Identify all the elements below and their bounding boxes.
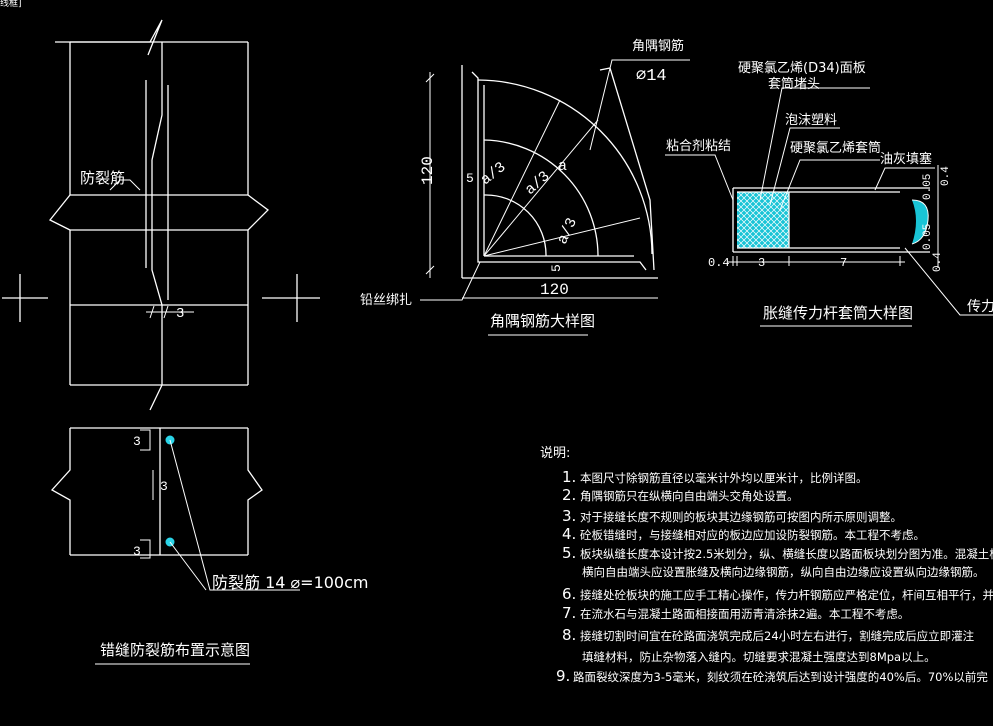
slab-joint-drawing: 3 防裂筋 <box>2 19 320 411</box>
layout-dim-mid: 3 <box>160 479 168 494</box>
note-text: 角隅钢筋只在纵横向自由端头交角处设置。 <box>580 489 799 503</box>
window-title-fragment: 线框] <box>0 0 22 9</box>
label-sleeve-cap-1: 硬聚氯乙烯(D34)面板 <box>738 61 866 76</box>
dowel-title: 胀缝传力杆套筒大样图 <box>763 304 913 322</box>
wire-hole-label: 铅丝绑扎 <box>360 293 412 308</box>
dim-04-left: 0.4 <box>708 256 730 270</box>
note-number: 2. <box>562 486 576 504</box>
label-a3-2: a/3 <box>522 168 553 199</box>
label-pvc-sleeve: 硬聚氯乙烯套筒 <box>790 140 881 156</box>
layout-drawing: 3 3 3 防裂筋 14 ⌀=100cm 错缝防裂筋布置示意图 <box>50 427 369 665</box>
dim-3: 3 <box>176 306 184 322</box>
corner-bar-drawing: 120 120 5 5 a/3 a/3 a/3 a 角隅钢筋 ⌀14 铅丝绑扎 … <box>360 38 690 336</box>
dowel-sleeve-drawing: 0.4 3 7 0.4 0.05 0.05 0.4 硬聚氯乙烯(D34)面板 套… <box>665 61 993 327</box>
note-text: 对于接缝长度不规则的板块其边缘钢筋可按图内所示原则调整。 <box>580 510 902 524</box>
note-text: 横向自由端头应设置胀缝及横向边缘钢筋，纵向自由边缘应设置纵向边缘钢筋。 <box>582 565 985 579</box>
dim-05-bottom: 0.05 <box>922 224 934 250</box>
note-number: 7. <box>562 604 576 622</box>
label-a: a <box>558 158 567 175</box>
note-number: 9. <box>556 667 570 685</box>
note-text: 板块纵缝长度本设计按2.5米划分，纵、横缝长度以路面板块划分图为准。混凝土板 <box>580 547 993 561</box>
note-number: 4. <box>562 525 576 543</box>
bar-diameter: ⌀14 <box>636 67 667 86</box>
crack-bar-label: 防裂筋 <box>80 169 125 187</box>
note-text: 接缝处砼板块的施工应手工精心操作，传力杆钢筋应严格定位，杆间互相平行，并与接缝 <box>580 588 993 602</box>
note-text: 本图尺寸除钢筋直径以毫米计外均以厘米计，比例详图。 <box>580 471 868 485</box>
dim-7: 7 <box>840 256 847 270</box>
dim-04-bottom: 0.4 <box>932 252 944 272</box>
label-a3-1: a/3 <box>478 159 510 189</box>
dim-120-vertical: 120 <box>419 156 437 185</box>
label-adhesive: 粘合剂粘结 <box>666 139 731 154</box>
layout-title: 错缝防裂筋布置示意图 <box>100 641 250 659</box>
layout-dim-top: 3 <box>133 434 141 449</box>
corner-title: 角隅钢筋大样图 <box>490 312 595 330</box>
layout-dim-bot: 3 <box>133 544 141 559</box>
dim-5-left: 5 <box>466 171 474 186</box>
dim-05-top: 0.05 <box>922 174 934 200</box>
dim-04-right: 0.4 <box>940 166 952 186</box>
dim-3-dowel: 3 <box>758 256 765 270</box>
dim-120-horizontal: 120 <box>540 281 569 299</box>
note-number: 6. <box>562 585 576 603</box>
note-number: 5. <box>562 544 576 562</box>
layout-bar-label: 防裂筋 14 ⌀=100cm <box>212 573 369 592</box>
note-number: 1. <box>562 468 576 486</box>
note-text: 填缝材料，防止杂物落入缝内。切缝要求混凝土强度达到8Mpa以上。 <box>582 650 936 664</box>
bar-name: 角隅钢筋 <box>632 38 684 54</box>
dim-5-bottom: 5 <box>549 264 564 272</box>
label-grease: 油灰填塞 <box>880 151 932 167</box>
note-text: 接缝切割时间宜在砼路面浇筑完成后24小时左右进行，割缝完成后应立即灌注 <box>580 629 975 643</box>
label-a3-3: a/3 <box>554 215 581 247</box>
notes-block: 说明: 1. 本图尺寸除钢筋直径以毫米计外均以厘米计，比例详图。 2. 角隅钢筋只在纵… <box>540 446 993 685</box>
label-sleeve-cap-2: 套筒堵头 <box>768 76 820 92</box>
note-number: 3. <box>562 507 576 525</box>
note-text: 路面裂纹深度为3-5毫米，刻纹须在砼浇筑后达到设计强度的40%后。70%以前完 <box>573 670 988 684</box>
notes-heading: 说明: <box>540 446 570 461</box>
label-foam: 泡沫塑料 <box>785 113 837 128</box>
note-text: 砼板错缝时，与接缝相对应的板边应加设防裂钢筋。本工程不考虑。 <box>580 528 925 542</box>
note-number: 8. <box>562 626 576 644</box>
note-text: 在流水石与混凝土路面相接面用沥青清涂抹2遍。本工程不考虑。 <box>580 607 909 621</box>
label-dowel: 传力 <box>967 299 993 315</box>
